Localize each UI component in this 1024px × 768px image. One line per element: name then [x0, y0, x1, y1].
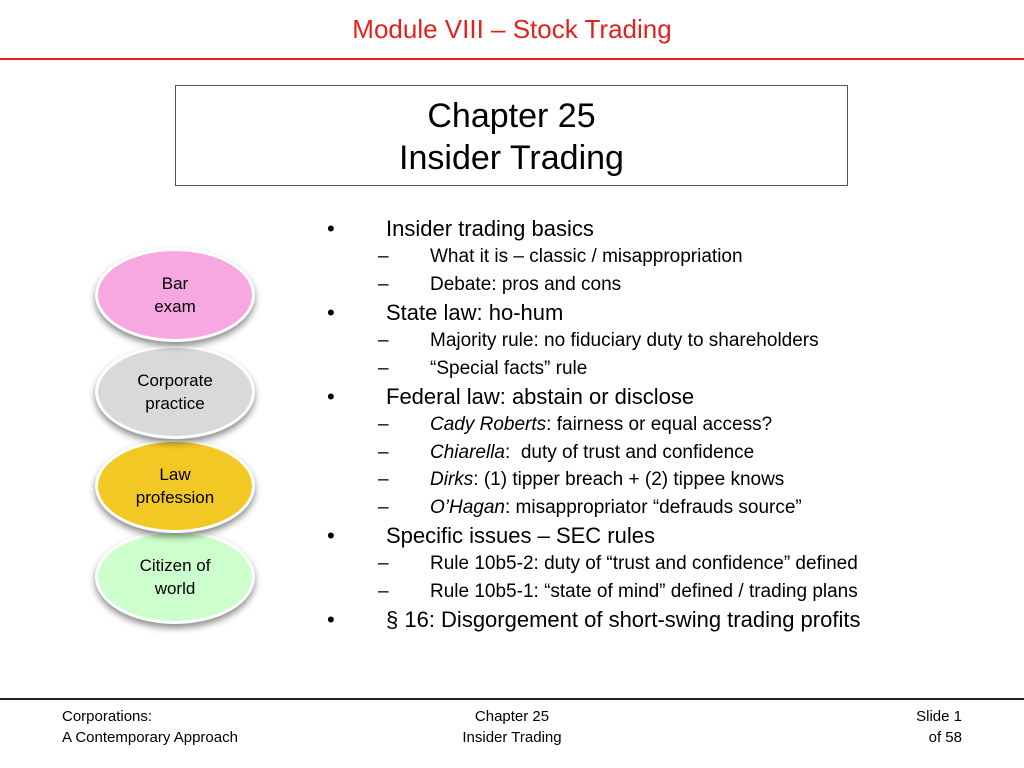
circle-label-line2: practice [145, 394, 205, 413]
footer-slide-number: Slide 1 of 58 [916, 708, 962, 746]
bullet-item: •Insider trading basics [327, 216, 594, 241]
bullet-icon: • [327, 300, 335, 325]
header-divider [0, 58, 1024, 60]
circle-corporate-practice: Corporate practice [95, 345, 255, 439]
sub-bullet-item: –Cady Roberts: fairness or equal access? [322, 411, 1002, 439]
footer-chapter: Chapter 25 Insider Trading [462, 708, 562, 746]
circle-law-profession: Law profession [95, 439, 255, 533]
chapter-title: Insider Trading [399, 139, 624, 177]
sub-bullet-item: –Dirks: (1) tipper breach + (2) tippee k… [322, 466, 1002, 494]
dash-icon: – [378, 414, 389, 435]
module-header: Module VIII – Stock Trading [352, 14, 672, 44]
sub-bullet-item: –Debate: pros and cons [322, 271, 1002, 299]
bullet-item: •Specific issues – SEC rules [327, 523, 655, 548]
bullet-list: •Insider trading basics –What it is – cl… [322, 214, 1002, 634]
circle-label-line1: Citizen of [139, 556, 211, 575]
bullet-icon: • [327, 384, 335, 409]
bullet-icon: • [327, 216, 335, 241]
circle-label-line1: Corporate [137, 371, 213, 390]
case-name: Chiarella [430, 441, 505, 463]
case-name: Dirks [430, 469, 474, 490]
dash-icon: – [378, 246, 389, 267]
dash-icon: – [378, 580, 389, 602]
sub-bullet-item: –“Special facts” rule [322, 355, 1002, 383]
bullet-icon: • [327, 607, 335, 632]
dash-icon: – [378, 273, 389, 295]
dash-icon: – [378, 469, 389, 490]
sub-bullet-item: –O’Hagan: misappropriator “defrauds sour… [322, 494, 1002, 522]
dash-icon: – [378, 553, 389, 574]
dash-icon: – [378, 496, 389, 518]
circle-label-line1: Law [159, 465, 191, 484]
bullet-item: •State law: ho-hum [327, 300, 564, 325]
bullet-item: •Federal law: abstain or disclose [327, 384, 695, 409]
sub-bullet-item: –Majority rule: no fiduciary duty to sha… [322, 327, 1002, 355]
bullet-item: •§ 16: Disgorgement of short-swing tradi… [327, 607, 861, 632]
circle-label-line2: profession [135, 488, 215, 507]
dash-icon: – [378, 441, 389, 463]
case-name: O’Hagan [430, 496, 505, 518]
chapter-number: Chapter 25 [427, 97, 596, 135]
dash-icon: – [378, 357, 389, 379]
circle-label-line2: world [154, 579, 196, 598]
sub-bullet-item: –Rule 10b5-1: “state of mind” defined / … [322, 578, 1002, 606]
sub-bullet-item: –What it is – classic / misappropriation [322, 243, 1002, 271]
footer-book-title: Corporations: A Contemporary Approach [62, 708, 238, 746]
footer-divider [0, 698, 1024, 700]
bullet-icon: • [327, 523, 335, 548]
circle-label-line1: Bar [161, 274, 189, 293]
sub-bullet-item: –Chiarella: duty of trust and confidence [322, 439, 1002, 467]
chapter-title-box: Chapter 25 Insider Trading [175, 85, 848, 186]
circle-label-line2: exam [154, 297, 196, 316]
circle-citizen-of-world: Citizen of world [95, 530, 255, 624]
sub-bullet-item: –Rule 10b5-2: duty of “trust and confide… [322, 550, 1002, 578]
case-name: Cady Roberts [430, 414, 547, 435]
dash-icon: – [378, 330, 389, 351]
circle-bar-exam: Bar exam [95, 248, 255, 342]
